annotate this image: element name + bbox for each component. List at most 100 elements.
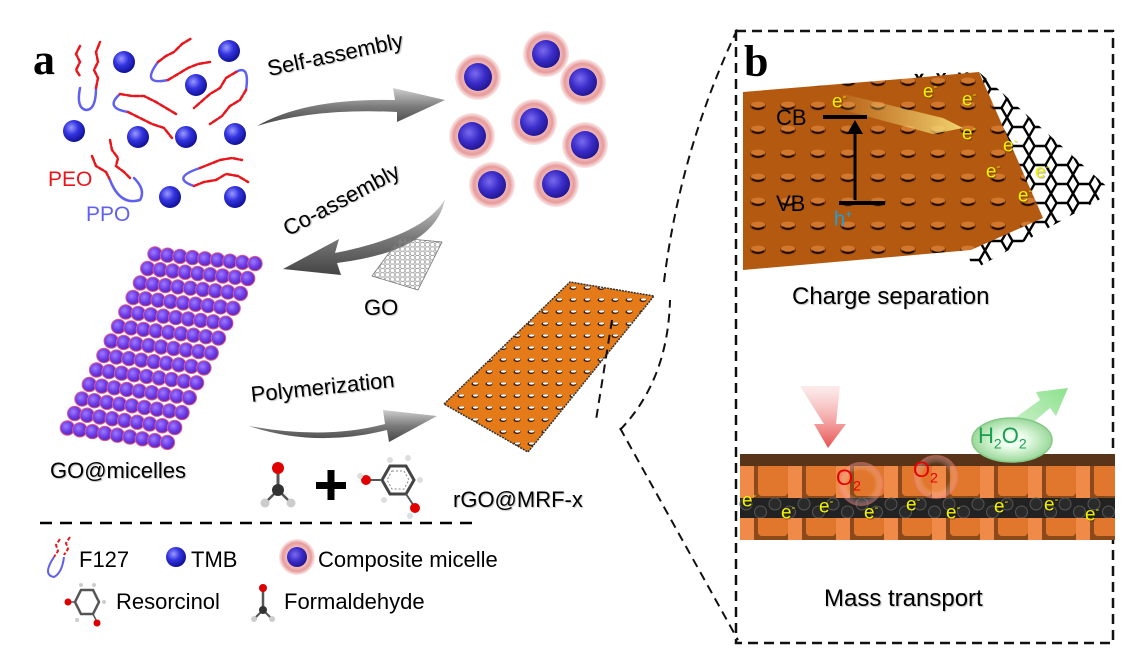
peo-segment xyxy=(126,110,174,140)
ppo-segment xyxy=(77,86,98,112)
carbon-atom xyxy=(826,497,840,511)
micelle-core xyxy=(569,68,597,96)
peo-segment xyxy=(192,70,238,110)
f127-tmb-mixture xyxy=(63,36,250,208)
ppo-label: PPO xyxy=(86,203,131,226)
reactants xyxy=(260,455,423,519)
go-micelle xyxy=(240,270,256,287)
electron-layer: e- xyxy=(742,490,757,512)
hole-vb: h+ xyxy=(834,207,853,231)
electron-layer: e- xyxy=(994,496,1009,518)
carbon-atom xyxy=(1087,497,1101,511)
resorcinol-molecule xyxy=(357,455,423,519)
tmb-sphere xyxy=(218,40,240,62)
polymerization-arrow xyxy=(249,410,437,442)
legend-label-tmb: TMB xyxy=(191,547,238,572)
micelle-core xyxy=(464,63,492,91)
o2-molecule-1: O2 xyxy=(836,465,861,494)
go-micelle xyxy=(159,434,176,451)
carbon-atom xyxy=(841,505,854,519)
go-micelle xyxy=(181,390,198,406)
peo-segment xyxy=(74,44,82,78)
formaldehyde-molecule xyxy=(260,462,296,508)
peo-segment xyxy=(92,40,102,90)
peo-segment xyxy=(192,172,250,188)
electron-layer: e- xyxy=(819,496,834,518)
ppo-segment xyxy=(108,176,144,203)
tmb-sphere xyxy=(224,186,246,208)
tmb-sphere xyxy=(175,126,197,148)
tmb-sphere xyxy=(127,126,149,148)
micelle-core xyxy=(571,131,599,159)
peo-segment xyxy=(108,138,132,180)
carbon-atom xyxy=(1058,497,1072,511)
electron-layer: e- xyxy=(1044,494,1059,516)
carbon-atom xyxy=(1000,497,1014,511)
mass-transport-illustration xyxy=(739,386,1115,540)
vb-label: VB xyxy=(776,191,806,216)
carbon-atom xyxy=(971,497,985,511)
electron-graphene: e- xyxy=(962,123,977,145)
electron-graphene: e- xyxy=(986,161,1001,183)
micelle-core xyxy=(458,122,486,150)
legend-separator xyxy=(40,521,480,525)
legend-label-resorcinol: Resorcinol xyxy=(116,589,220,614)
go-micelle xyxy=(225,300,241,316)
go-micelle xyxy=(196,360,212,376)
micelle-core xyxy=(542,170,570,198)
h2o2-molecule: H2O2 xyxy=(978,423,1027,452)
carbon-atom xyxy=(928,505,941,519)
carbon-atom xyxy=(797,497,811,511)
tmb-sphere xyxy=(63,120,85,142)
carbon-atom xyxy=(1015,505,1028,519)
peo-segment xyxy=(156,36,194,64)
formaldehyde-molecule-icon xyxy=(251,584,275,622)
go-micelle xyxy=(188,375,205,391)
micelle-core xyxy=(520,108,548,136)
peo-label: PEO xyxy=(48,168,93,191)
tmb-sphere xyxy=(159,186,181,208)
cb-label: CB xyxy=(776,105,807,130)
go-micelle xyxy=(174,404,190,421)
go-micelle xyxy=(210,330,227,346)
carbon-atom xyxy=(768,497,782,511)
plus-sign xyxy=(316,470,346,500)
composite-micelles-cluster xyxy=(449,31,608,208)
self-assembly-arrow xyxy=(257,88,445,126)
electron-layer: e- xyxy=(906,494,921,516)
go-micelle xyxy=(218,315,234,331)
peo-segment xyxy=(166,60,212,82)
go-micelles-sheet xyxy=(59,246,263,451)
peo-segment xyxy=(118,92,178,116)
carbon-atom xyxy=(913,497,927,511)
charge-separation-caption: Charge separation xyxy=(792,283,990,310)
tmb-sphere xyxy=(185,74,207,96)
composite-micelle-icon xyxy=(279,539,315,575)
carbon-atom xyxy=(754,505,767,519)
go-micelle xyxy=(232,285,249,302)
electron-graphene: e- xyxy=(1018,185,1033,207)
o2-molecule-2: O2 xyxy=(913,457,938,486)
tmb-sphere xyxy=(113,51,135,73)
carbon-atom xyxy=(1102,505,1115,519)
micelle-core xyxy=(478,171,506,199)
go-micelles-label: GO@micelles xyxy=(50,458,187,483)
legend-label-f127: F127 xyxy=(79,547,130,572)
ppo-segment xyxy=(234,68,249,92)
electron-layer: e- xyxy=(946,502,961,524)
co-assembly-arrow xyxy=(283,199,445,275)
ppo-segment xyxy=(149,60,170,83)
ppo-segment xyxy=(182,166,202,188)
electron-graphene: e- xyxy=(1003,135,1018,157)
carbon-atom xyxy=(739,497,753,511)
tmb-sphere xyxy=(224,123,246,145)
charge-separation-illustration xyxy=(743,72,1113,270)
carbon-atom xyxy=(884,497,898,511)
micelle-core xyxy=(532,40,560,68)
ppo-segment xyxy=(112,92,130,114)
electron-layer: e- xyxy=(864,502,879,524)
panel-b-letter: b xyxy=(744,37,769,86)
resorcinol-molecule-icon xyxy=(64,583,106,627)
